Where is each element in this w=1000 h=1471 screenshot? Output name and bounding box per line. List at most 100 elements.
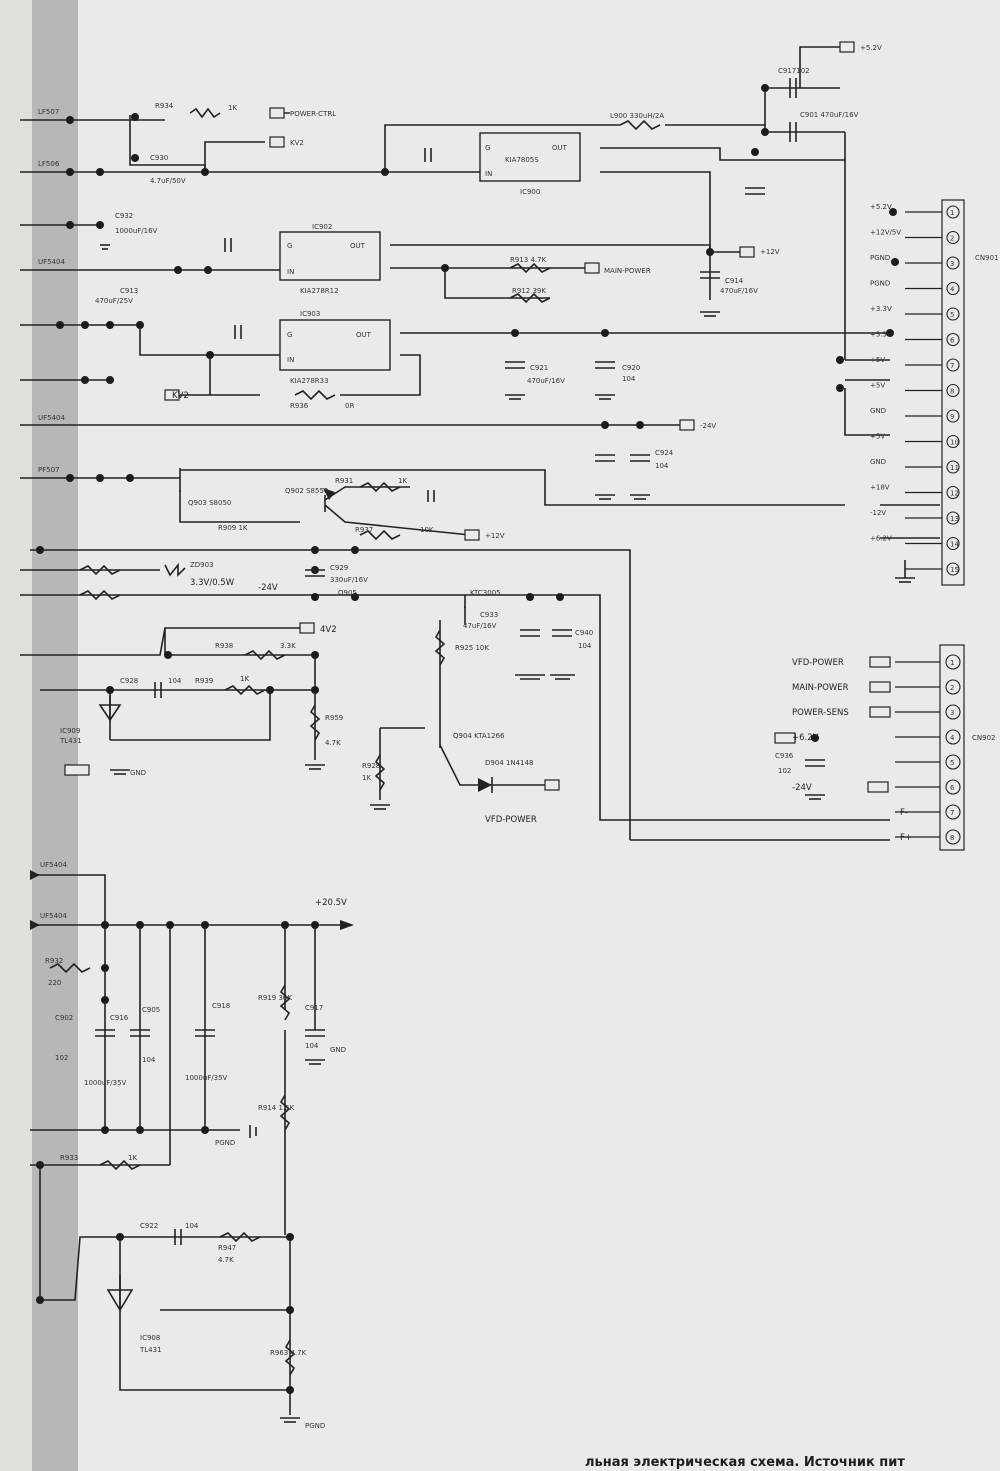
cn901-pin [946,511,960,525]
label-vfd-power: VFD-POWER [485,815,537,825]
cn901-pin [946,383,960,398]
cn902-pin-number: 1 [950,659,954,667]
ref-c905: C905 [142,1006,160,1014]
ref-c928: C928 [120,677,138,685]
left-net-6: UF5404 [40,912,68,920]
label-zener: 3.3V/0.5W [190,578,235,588]
cn901-pin [946,230,960,245]
cn901-pin-number: 4 [950,286,955,294]
cn901-pin [946,358,960,372]
label-gnd-b: GND [330,1046,346,1054]
cn901-pin-label: GND [870,407,886,415]
cn901-pin-label: +12V/5V [870,229,901,237]
cn901-pin-number: 9 [950,413,954,421]
val-r937: 10K [420,526,434,534]
ic903-pin-in: IN [287,356,294,364]
val-c914: 470uF/16V [720,287,758,295]
ref-ktc3005: KTC3005 [470,589,501,597]
ic903-ref: IC903 [300,310,320,318]
cn902-pin-number: 2 [950,684,954,692]
val-r938: 3.3K [280,642,296,650]
ic903-pin-out: OUT [356,331,372,339]
ref-q904: Q904 KTA1266 [453,732,505,740]
label-power-ctrl: POWER-CTRL [290,110,336,118]
ref-r931: R931 [335,477,353,485]
val-c902: 102 [55,1054,68,1062]
cn901-pin-number: 5 [950,311,954,319]
val-c922: 104 [185,1222,199,1230]
ref-c940: C940 [575,629,593,637]
ic903-part: KIA278R33 [290,377,329,385]
label-kv2-top: KV2 [290,139,304,147]
semiconductors [98,468,493,1313]
ref-r933: R933 [60,1154,78,1162]
cn901-pin-number: 11 [950,464,959,472]
label-pgnd: PGND [215,1139,235,1147]
ref-r963: R963 4.7K [270,1349,307,1357]
cn901-pin-label: +5V [870,433,885,441]
val-r932: 220 [48,979,61,987]
ref-d904: D904 1N4148 [485,759,533,767]
cn902-pin-number: 8 [950,834,954,842]
ic900-pin-g: G [485,144,490,152]
ic902-pin-out: OUT [350,242,366,250]
left-net-1: LF507 [38,108,59,116]
cn901-pin-label: +5.2V [870,203,892,211]
ref-r932: R932 [45,957,63,965]
ref-q905: Q905 [338,589,357,597]
val-c936: 102 [778,767,791,775]
page-caption: льная электрическая схема. Источник пит [585,1455,905,1470]
cn901-pin [946,562,960,576]
cn901-pin-label: +3.3V [870,331,892,339]
cn902-pin [945,829,961,845]
cn902-pin-number: 3 [950,709,954,717]
cn902-pin-label: F- [900,808,908,818]
val-ic908: TL431 [139,1346,162,1354]
cn901-pin-label: +3.3V [870,305,892,313]
ref-ic908: IC908 [140,1334,160,1342]
label-4v2: 4V2 [320,625,337,635]
ref-r928: R928 [362,762,380,770]
ref-c917102: C917102 [778,67,810,75]
val-ic909: TL431 [59,737,82,745]
label-plus-12v-b: +12V [485,532,505,540]
label-minus-24v-tag: -24V [700,422,716,430]
cn901-pin-number: 12 [950,490,959,498]
label-gnd: GND [130,769,146,777]
ref-r934: R934 [155,102,174,110]
left-net-5: UF5404 [40,861,68,869]
cn902-pin [945,679,961,695]
ref-c901: C901 470uF/16V [800,111,859,119]
cn901-pin [946,281,960,296]
label-minus-24v: -24V [258,583,278,593]
label-pgnd-b: PGND [305,1422,325,1430]
ic902-ref: IC902 [312,223,332,231]
val-r928: 1K [362,774,371,782]
cn901-pin-number: 10 [950,439,959,447]
val-c928: 104 [168,677,182,685]
cn902-pin-label: +6.2V [792,733,819,743]
label-plus-20-5v: +20.5V [315,898,347,908]
val-c932: 1000uF/16V [115,227,158,235]
cn901-pin [946,536,960,551]
cn901-pin-label: +5V [870,356,885,364]
cn901-pin-number: 8 [950,388,954,396]
ref-zd903: ZD903 [190,561,214,569]
val-c917: 104 [305,1042,319,1050]
cn901-pin [946,332,960,347]
connector-cn901: 1+5.2V2+12V/5V3PGND4PGND5+3.3V6+3.3V7+5V… [870,199,965,586]
cn901-pin-label: -12V [870,509,886,517]
ref-r913: R913 4.7K [510,256,547,264]
ref-r919: R919 30K [258,994,292,1002]
val-c940: 104 [578,642,592,650]
ref-c916: C916 [110,1014,129,1022]
left-net-2: LF506 [38,160,60,168]
cn901-pin [946,409,960,423]
cn901-pin [946,307,960,321]
val-r933: 1K [128,1154,137,1162]
cn901-pin-number: 6 [950,337,955,345]
cn901-pin-label: +18V [870,484,890,492]
ic902-pin-g: G [287,242,292,250]
binding-shadow [32,0,78,1471]
val-c918: 1000uF/35V [185,1074,228,1082]
